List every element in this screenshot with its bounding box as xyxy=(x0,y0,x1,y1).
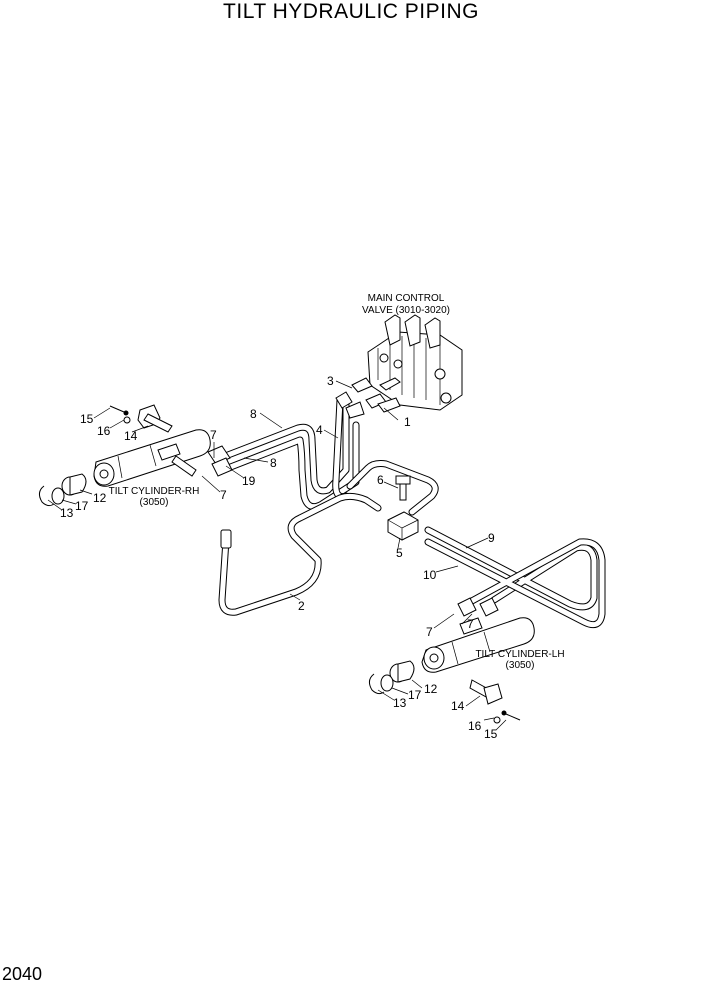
pipe-6-line xyxy=(346,460,439,516)
pipe-9 xyxy=(424,526,598,611)
callout-12-rh: 12 xyxy=(93,491,107,505)
callout-16-lh: 16 xyxy=(468,719,482,733)
ring-17-rh xyxy=(51,487,65,505)
pin-14-lh xyxy=(469,679,503,705)
callout-3: 3 xyxy=(327,374,334,388)
callout-8-lower: 8 xyxy=(270,456,277,470)
callout-15-lh: 15 xyxy=(484,727,498,741)
callout-8-upper: 8 xyxy=(250,407,257,421)
main-valve-caption-line1: MAIN CONTROL xyxy=(368,293,445,304)
main-control-valve xyxy=(367,314,463,411)
pipe-2 xyxy=(218,492,382,616)
leader-lines xyxy=(47,380,507,731)
callout-1: 1 xyxy=(404,415,411,429)
callout-15-rh: 15 xyxy=(80,412,94,426)
callout-17-lh: 17 xyxy=(408,688,422,702)
main-valve-caption-line2: VALVE (3010-3020) xyxy=(362,305,450,316)
bushing-12-rh xyxy=(61,473,87,496)
pin-14-rh xyxy=(137,404,173,433)
callout-12-lh: 12 xyxy=(424,682,438,696)
callout-5: 5 xyxy=(396,546,403,560)
block-5 xyxy=(387,475,419,541)
callout-10: 10 xyxy=(423,568,437,582)
tilt-cylinder-lh xyxy=(421,617,535,673)
bushing-12-lh xyxy=(389,660,415,683)
callout-14-lh: 14 xyxy=(451,699,465,713)
callout-4: 4 xyxy=(316,423,323,437)
callout-7-lh-right: 7 xyxy=(467,617,474,631)
cylinder-lh-caption-line2: (3050) xyxy=(506,660,535,671)
valve-fittings xyxy=(335,377,401,419)
washer-16-lh xyxy=(493,716,501,724)
snap-ring-13-lh xyxy=(368,673,385,695)
pipe-10 xyxy=(424,538,606,629)
callout-6: 6 xyxy=(377,473,384,487)
bolt-15-rh xyxy=(109,405,129,416)
page-number: 2040 xyxy=(2,964,43,984)
callout-14-rh: 14 xyxy=(124,429,138,443)
fitting-19 xyxy=(207,445,233,477)
tilt-cylinder-rh xyxy=(93,429,211,487)
callout-19: 19 xyxy=(242,474,256,488)
hose-end-2 xyxy=(220,529,232,549)
callout-13-rh: 13 xyxy=(60,506,74,520)
page-title: TILT HYDRAULIC PIPING xyxy=(223,0,479,23)
cylinder-rh-caption-line2: (3050) xyxy=(140,497,169,508)
callout-9: 9 xyxy=(488,531,495,545)
callout-17-rh: 17 xyxy=(75,499,89,513)
snap-ring-13-rh xyxy=(38,485,55,507)
lh-fittings xyxy=(457,597,499,617)
washer-16-rh xyxy=(123,416,131,424)
bolt-15-lh xyxy=(501,710,521,721)
ring-17-lh xyxy=(380,674,394,692)
callout-7-rh-upper: 7 xyxy=(210,428,217,442)
callout-2: 2 xyxy=(298,599,305,613)
callout-7-rh-lower: 7 xyxy=(220,488,227,502)
callout-16-rh: 16 xyxy=(97,424,111,438)
callout-13-lh: 13 xyxy=(393,696,407,710)
cylinder-lh-caption-line1: TILT CYLINDER-LH xyxy=(475,649,564,660)
cylinder-rh-caption-line1: TILT CYLINDER-RH xyxy=(109,486,200,497)
callout-7-lh-left: 7 xyxy=(426,625,433,639)
